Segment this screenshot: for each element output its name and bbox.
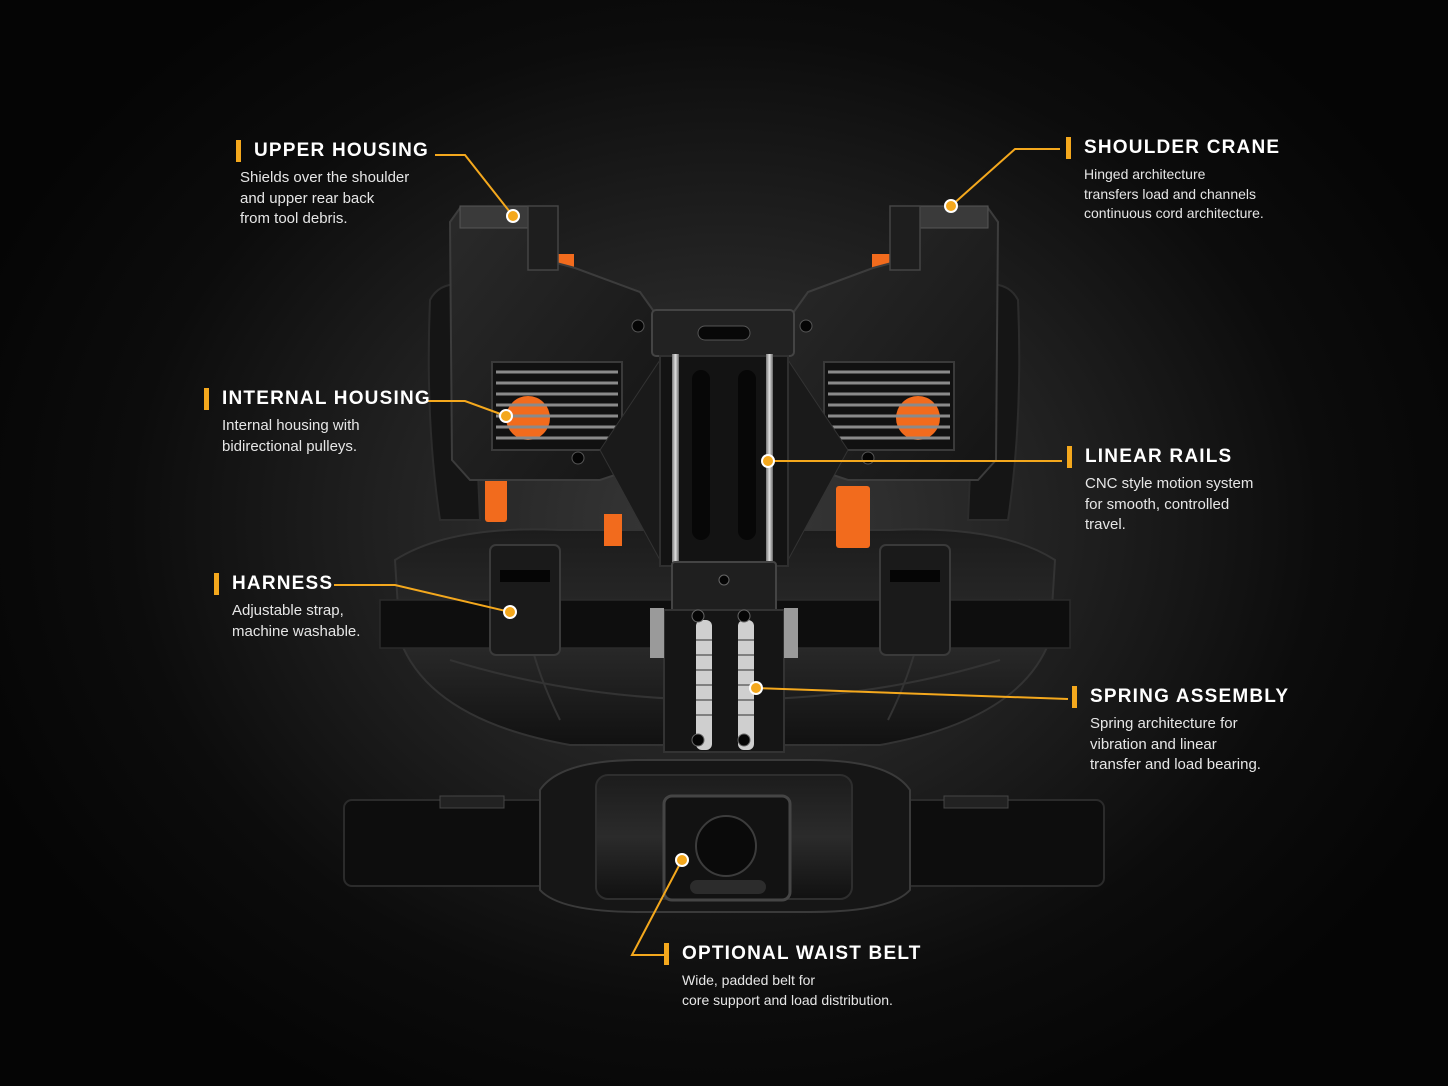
callout-title: SHOULDER CRANE: [1066, 137, 1280, 159]
callout-title: SPRING ASSEMBLY: [1072, 686, 1289, 708]
callout-title: LINEAR RAILS: [1067, 446, 1253, 468]
callout-title: INTERNAL HOUSING: [204, 388, 431, 410]
callout-linear-rails: LINEAR RAILS CNC style motion system for…: [1067, 446, 1253, 536]
callout-description: Internal housing with bidirectional pull…: [222, 417, 360, 455]
internal-housing-dot: [499, 409, 513, 423]
callout-title: HARNESS: [214, 573, 360, 595]
linear-rails-dot: [761, 454, 775, 468]
upper-housing-dot: [506, 209, 520, 223]
callout-description: CNC style motion system for smooth, cont…: [1085, 475, 1254, 533]
callout-upper-housing: UPPER HOUSING Shields over the shoulder …: [236, 140, 429, 230]
callout-leader-lines: [334, 148, 1069, 956]
callout-spring-assembly: SPRING ASSEMBLY Spring architecture for …: [1072, 686, 1289, 776]
callout-description: Spring architecture for vibration and li…: [1090, 715, 1261, 773]
callout-harness: HARNESS Adjustable strap, machine washab…: [214, 573, 360, 642]
callout-description: Wide, padded belt for core support and l…: [682, 972, 893, 1008]
callout-title: UPPER HOUSING: [236, 140, 429, 162]
shoulder-crane-dot: [944, 199, 958, 213]
callout-internal-housing: INTERNAL HOUSING Internal housing with b…: [204, 388, 431, 457]
callout-description: Adjustable strap, machine washable.: [232, 602, 361, 640]
callout-title: OPTIONAL WAIST BELT: [664, 943, 922, 965]
callout-description: Shields over the shoulder and upper rear…: [240, 169, 410, 227]
right-upper-housing: [787, 205, 1000, 481]
waist-belt: [343, 759, 1105, 913]
callout-optional-waist-belt: OPTIONAL WAIST BELT Wide, padded belt fo…: [664, 943, 922, 1010]
callout-shoulder-crane: SHOULDER CRANE Hinged architecture trans…: [1066, 137, 1280, 224]
callout-dots: [499, 199, 958, 867]
spring-assembly-dot: [749, 681, 763, 695]
harness-straps: [379, 544, 1071, 656]
callout-description: Hinged architecture transfers load and c…: [1084, 166, 1264, 221]
harness-dot: [503, 605, 517, 619]
waist-belt-dot: [675, 853, 689, 867]
